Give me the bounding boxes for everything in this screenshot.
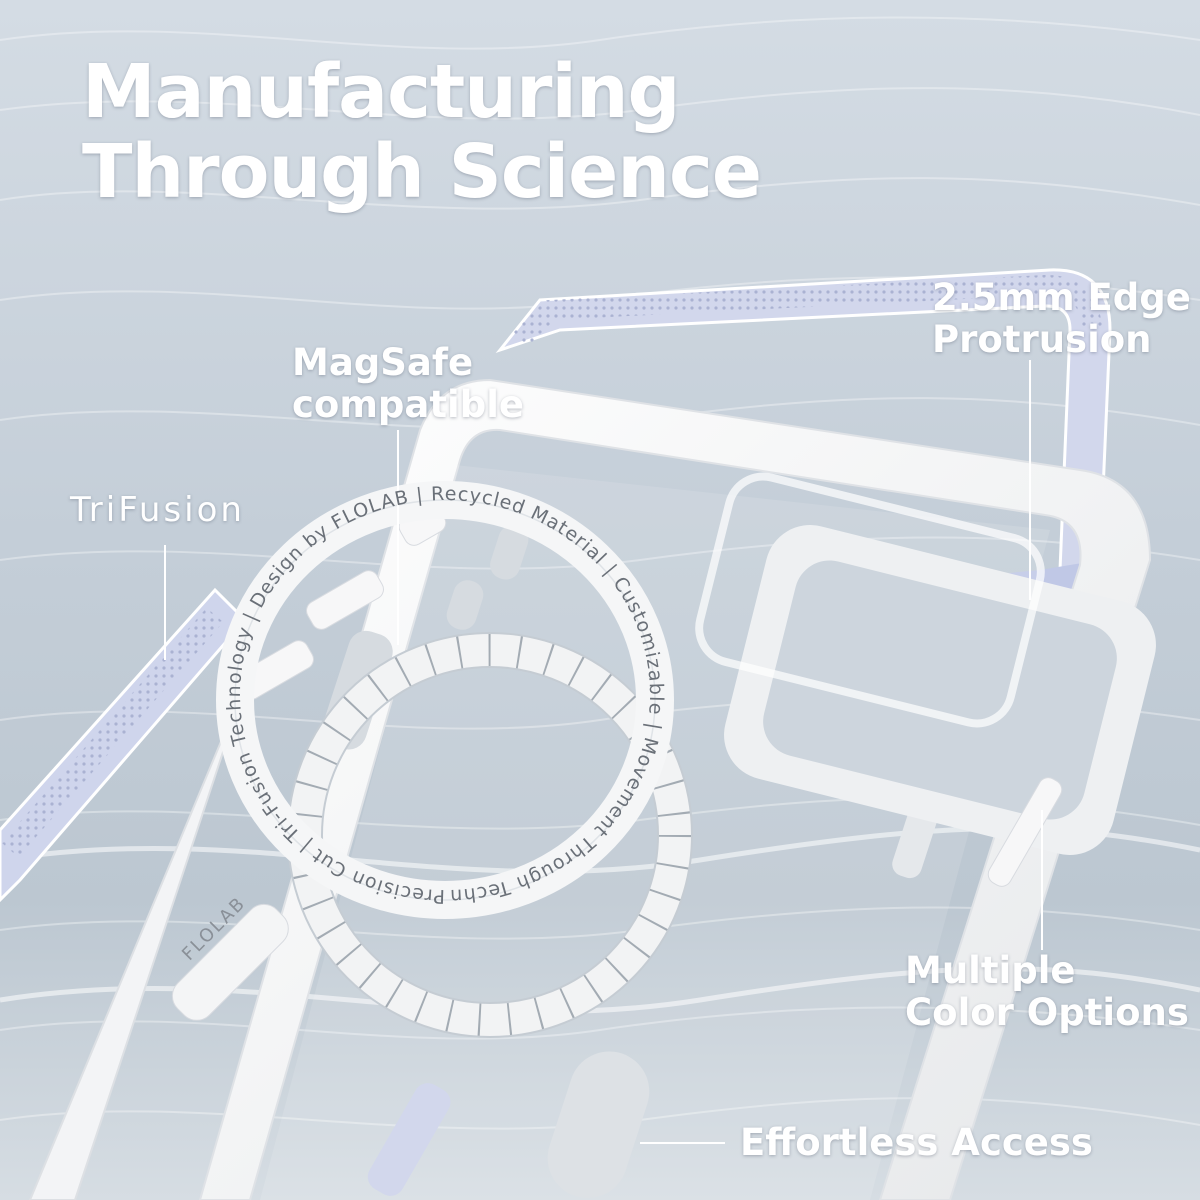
- magsafe-label-line-1: MagSafe: [292, 341, 474, 384]
- colors-label-line-2: Color Options: [905, 991, 1189, 1034]
- headline: Manufacturing Through Science: [82, 49, 762, 215]
- edge-label-line-1: 2.5mm Edge: [932, 276, 1191, 319]
- trifusion-logo: TriFusion: [70, 490, 245, 530]
- edge-protrusion-label: 2.5mm Edge Protrusion: [932, 277, 1191, 361]
- effortless-access-label: Effortless Access: [740, 1121, 1093, 1164]
- color-options-label: Multiple Color Options: [905, 950, 1189, 1034]
- colors-label-line-1: Multiple: [905, 949, 1076, 992]
- edge-label-line-2: Protrusion: [932, 318, 1152, 361]
- magsafe-label: MagSafe compatible: [292, 342, 524, 426]
- headline-line-2: Through Science: [82, 129, 762, 215]
- magsafe-label-line-2: compatible: [292, 383, 524, 426]
- headline-line-1: Manufacturing: [82, 49, 681, 135]
